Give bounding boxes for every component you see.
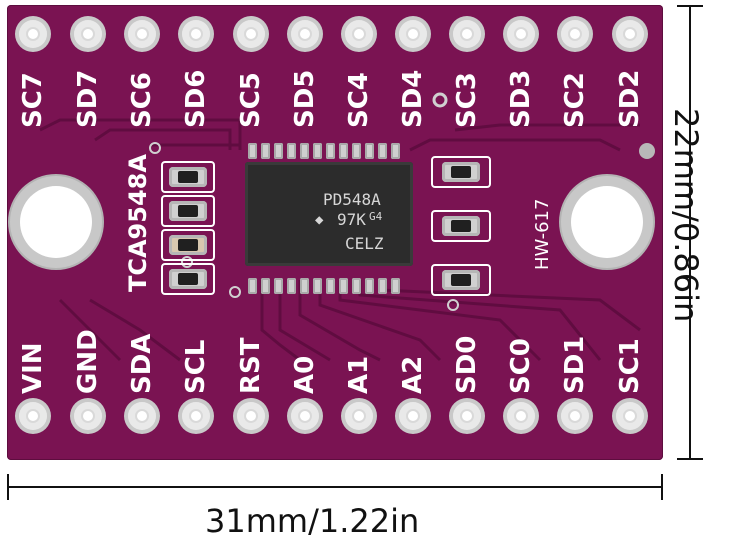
ti-logo-icon: ◆ <box>315 212 324 228</box>
pin-label-bottom: SD0 <box>452 335 482 394</box>
dimension-tick <box>677 458 703 460</box>
pin-label-bottom: SDA <box>127 333 157 394</box>
pad-bottom <box>237 402 265 430</box>
pad-bottom <box>182 402 210 430</box>
pad-top <box>616 20 644 48</box>
smd-resistor <box>442 270 480 290</box>
pin-label-top: SD4 <box>398 69 428 128</box>
dimension-line-vertical <box>689 5 691 460</box>
smd-resistor <box>169 167 207 187</box>
pin-label-bottom: A2 <box>398 355 428 394</box>
pad-bottom <box>345 402 373 430</box>
chip-marking-line2: 97K <box>337 210 366 229</box>
mounting-hole-left <box>20 186 92 258</box>
pin-label-bottom: A0 <box>290 355 320 394</box>
pin-label-bottom: RST <box>236 337 266 394</box>
pad-bottom <box>561 402 589 430</box>
pin-label-bottom: A1 <box>344 355 374 394</box>
pin-label-top: SC5 <box>236 72 266 128</box>
pad-top <box>237 20 265 48</box>
pad-top <box>128 20 156 48</box>
pin-label-top: SD3 <box>506 69 536 128</box>
pin-label-top: SC3 <box>452 72 482 128</box>
mounting-hole-right <box>571 186 643 258</box>
pin-label-top: SC4 <box>344 72 374 128</box>
pin-label-bottom: VIN <box>18 342 48 394</box>
smd-resistor <box>442 216 480 236</box>
pin-label-top: SD2 <box>615 69 645 128</box>
pad-bottom <box>507 402 535 430</box>
smd-resistor <box>169 201 207 221</box>
pin-label-top: SC2 <box>560 72 590 128</box>
pad-bottom <box>399 402 427 430</box>
height-dimension-label: 22mm/0.86in <box>667 108 705 323</box>
chip-marking-line3: CELZ <box>345 234 384 253</box>
pad-bottom <box>74 402 102 430</box>
pin-label-bottom: SCL <box>181 339 211 394</box>
pad-top <box>453 20 481 48</box>
pad-top <box>182 20 210 48</box>
ic-chip: PD548A ◆ 97K G4 CELZ <box>245 162 413 266</box>
pin-label-bottom: GND <box>73 329 103 394</box>
pad-top <box>74 20 102 48</box>
smd-resistor <box>169 269 207 289</box>
chip-marking-line2-small: G4 <box>369 210 383 223</box>
dimension-line-horizontal <box>7 486 663 488</box>
width-dimension-label: 31mm/1.22in <box>205 502 420 540</box>
pad-bottom <box>291 402 319 430</box>
pin-label-top: SD5 <box>290 69 320 128</box>
pin-label-bottom: SC0 <box>506 338 536 394</box>
part-label: TCA9548A <box>124 154 152 292</box>
pin-label-top: SC7 <box>18 72 48 128</box>
pin-label-bottom: SC1 <box>615 338 645 394</box>
dimension-tick <box>7 474 9 500</box>
pin-label-top: SD7 <box>73 69 103 128</box>
pad-top <box>19 20 47 48</box>
pin-label-top: SD6 <box>181 69 211 128</box>
pin-label-bottom: SD1 <box>560 335 590 394</box>
pad-top <box>399 20 427 48</box>
via-dot <box>432 92 448 108</box>
dimension-tick <box>661 474 663 500</box>
smd-resistor <box>442 162 480 182</box>
pad-top <box>345 20 373 48</box>
pad-bottom <box>616 402 644 430</box>
model-label: HW-617 <box>532 198 553 270</box>
dimension-tick <box>677 5 703 7</box>
pin-label-top: SC6 <box>127 72 157 128</box>
smd-capacitor <box>169 235 207 255</box>
test-point <box>639 143 655 159</box>
pad-top <box>507 20 535 48</box>
chip-marking-line1: PD548A <box>323 190 381 209</box>
pad-bottom <box>128 402 156 430</box>
pad-bottom <box>19 402 47 430</box>
pad-top <box>561 20 589 48</box>
pad-bottom <box>453 402 481 430</box>
pad-top <box>291 20 319 48</box>
